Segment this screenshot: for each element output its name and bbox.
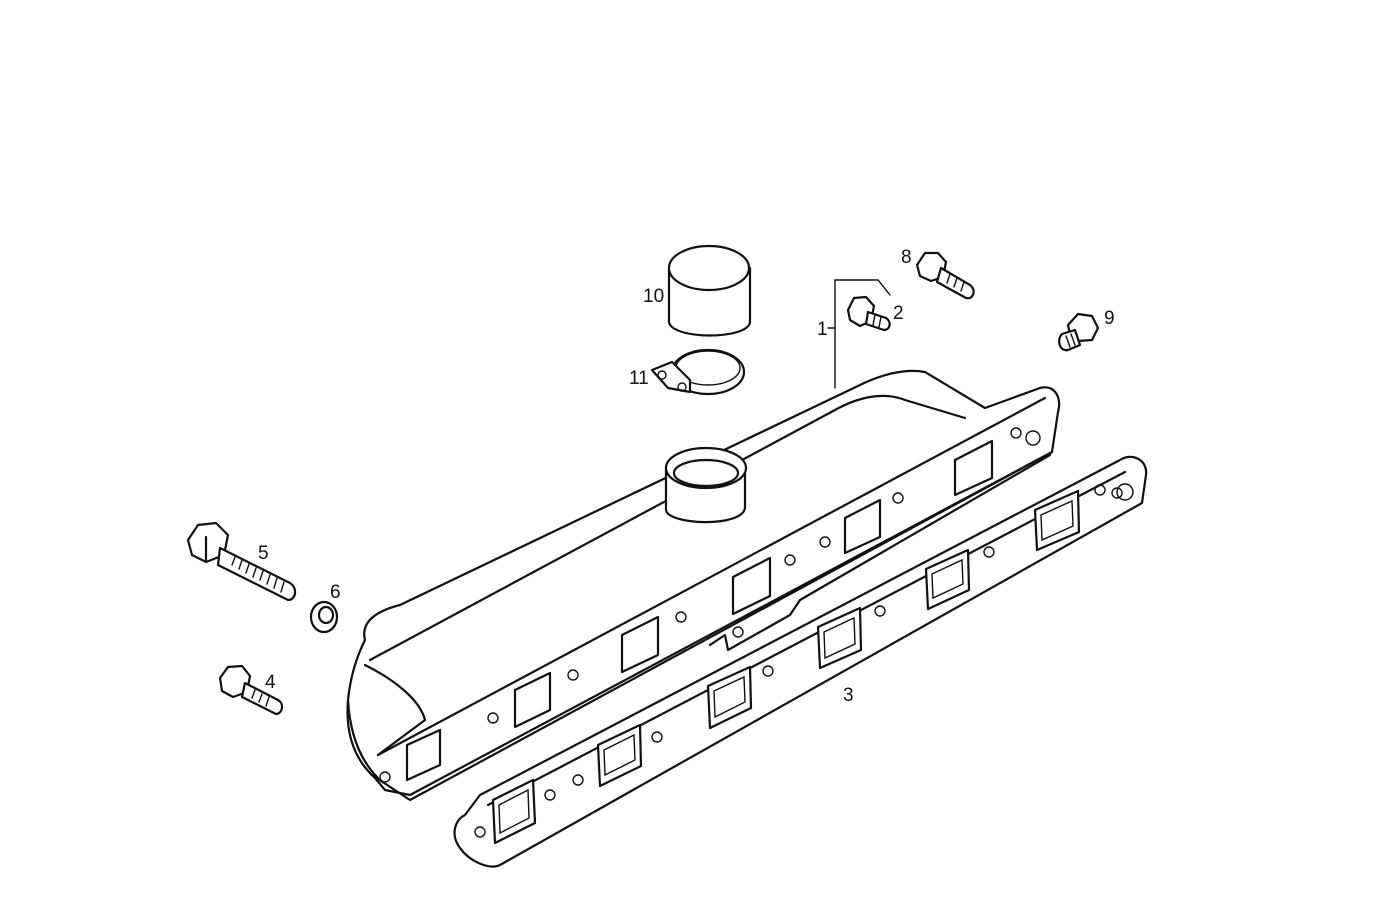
manifold-ports xyxy=(405,439,994,782)
label-part-6: 6 xyxy=(330,582,341,603)
label-part-8: 8 xyxy=(901,247,912,268)
hose-sleeve xyxy=(667,244,752,337)
intake-manifold xyxy=(346,369,1061,802)
manifold-outlet-pipe xyxy=(664,446,748,524)
short-bolt xyxy=(218,664,284,716)
label-part-2: 2 xyxy=(893,303,904,324)
washer xyxy=(309,600,339,634)
hose-clamp xyxy=(650,348,746,396)
bolt-8 xyxy=(915,251,975,300)
long-bolt xyxy=(186,521,297,602)
bolt-9 xyxy=(1058,312,1100,352)
label-part-1: 1 xyxy=(817,319,828,340)
part-labels: 1 2 3 4 5 6 8 9 10 11 xyxy=(258,247,1115,706)
label-part-11: 11 xyxy=(629,368,649,389)
label-part-9: 9 xyxy=(1104,308,1115,329)
label-part-10: 10 xyxy=(643,286,664,307)
gasket-ports xyxy=(491,489,1081,845)
manifold-bolt-holes xyxy=(379,427,1041,783)
leader-lines xyxy=(827,279,891,389)
label-part-3: 3 xyxy=(843,685,854,706)
long-bolt-thread xyxy=(231,556,285,593)
gasket-bolt-holes xyxy=(474,483,1134,838)
bolt-2 xyxy=(846,295,891,332)
manifold-gasket xyxy=(453,455,1148,868)
label-part-5: 5 xyxy=(258,543,269,564)
label-part-4: 4 xyxy=(265,672,276,693)
